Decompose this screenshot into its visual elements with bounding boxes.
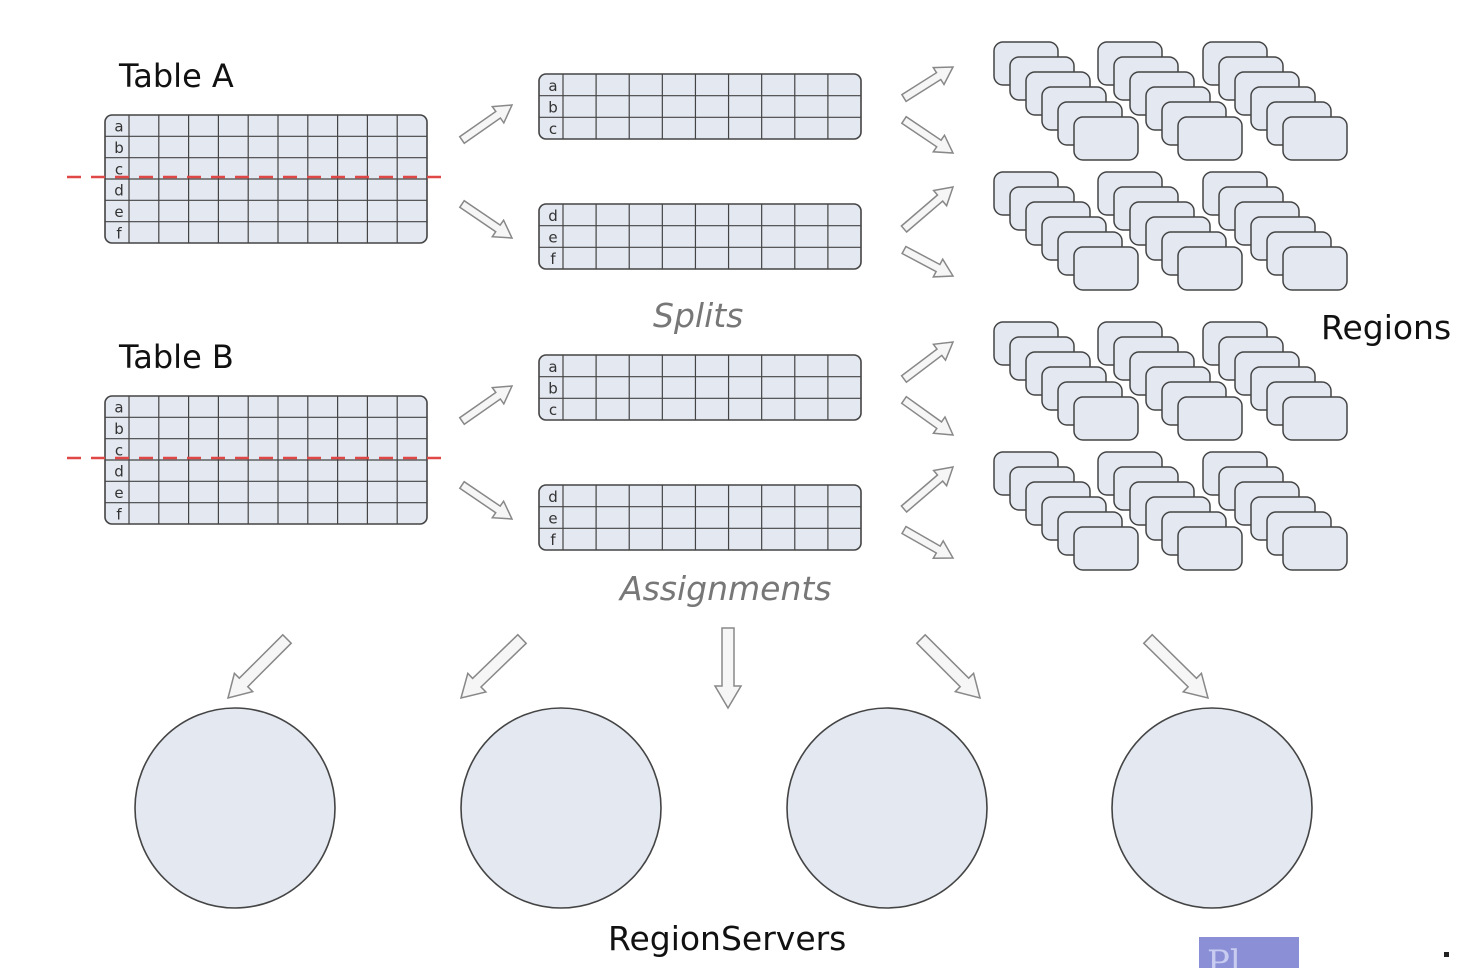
arrow-assignment xyxy=(459,633,528,700)
split-block-1-row-label: c xyxy=(549,120,557,138)
arrow-split-to-regions xyxy=(900,66,955,103)
table-a-title: Table A xyxy=(119,57,234,95)
arrow-split-to-regions xyxy=(900,466,955,514)
regionserver-circle xyxy=(786,707,988,909)
region-stack xyxy=(1097,171,1243,291)
table-a-grid-row-label: a xyxy=(114,118,123,136)
region-box xyxy=(1282,526,1348,571)
region-box xyxy=(1282,396,1348,441)
split-block-1-frame xyxy=(538,73,862,140)
arrow-split-to-regions xyxy=(901,245,955,278)
table-b-title: Table B xyxy=(119,338,234,376)
region-box xyxy=(1073,396,1139,441)
arrow-split-to-regions xyxy=(900,115,955,154)
table-a-grid-row-label: f xyxy=(116,224,122,242)
split-block-1-row-label: b xyxy=(548,99,558,117)
table-a-grid-row-label: e xyxy=(114,203,123,221)
split-block-3-row-label: a xyxy=(548,358,557,376)
split-block-2-row-label: f xyxy=(550,250,556,268)
region-box xyxy=(1177,116,1243,161)
table-b-grid-row-label: b xyxy=(114,420,124,438)
split-block-3: abc xyxy=(538,354,862,421)
split-block-3-row-label: c xyxy=(549,401,557,419)
arrow-table-to-split xyxy=(458,104,514,145)
region-stack xyxy=(1202,41,1348,161)
region-stack xyxy=(993,451,1139,571)
split-block-4: def xyxy=(538,484,862,551)
table-b-grid-row-label: d xyxy=(114,463,124,481)
corner-badge-text: Pl xyxy=(1207,943,1241,968)
regions-layer xyxy=(993,41,1348,571)
split-block-2-row-label: d xyxy=(548,207,558,225)
assignments-label: Assignments xyxy=(620,569,832,608)
region-stack xyxy=(1097,451,1243,571)
corner-badge: Pl xyxy=(1199,937,1299,968)
regionserver-circle xyxy=(1111,707,1313,909)
split-block-4-row-label: d xyxy=(548,488,558,506)
split-block-4-frame xyxy=(538,484,862,551)
region-stack xyxy=(993,321,1139,441)
region-box xyxy=(1282,246,1348,291)
splits-label: Splits xyxy=(653,296,744,335)
region-stack xyxy=(993,41,1139,161)
table-b-grid-row-label: f xyxy=(116,505,122,523)
arrow-assignment xyxy=(226,633,293,700)
region-stack xyxy=(1202,171,1348,291)
split-block-4-row-label: f xyxy=(550,531,556,549)
split-block-1-row-label: a xyxy=(548,77,557,95)
arrow-table-to-split xyxy=(458,480,514,520)
arrow-assignment xyxy=(915,633,982,700)
table-a-grid-row-label: c xyxy=(115,160,123,178)
arrow-table-to-split xyxy=(458,199,514,239)
table-a-grid-row-label: b xyxy=(114,139,124,157)
split-block-3-row-label: b xyxy=(548,380,558,398)
table-b-grid-row-label: a xyxy=(114,399,123,417)
region-stack xyxy=(1097,321,1243,441)
split-block-2: def xyxy=(538,203,862,270)
regionservers-layer xyxy=(134,707,1313,909)
regionservers-label: RegionServers xyxy=(608,919,847,958)
region-stack xyxy=(1097,41,1243,161)
region-stack xyxy=(1202,451,1348,571)
regionserver-circle xyxy=(134,707,336,909)
arrow-split-to-regions xyxy=(900,525,955,559)
region-stack xyxy=(1202,321,1348,441)
arrow-assignment xyxy=(1142,633,1210,700)
table-b-grid-row-label: e xyxy=(114,484,123,502)
regions-label: Regions xyxy=(1321,308,1452,347)
region-box xyxy=(1177,246,1243,291)
split-block-4-row-label: e xyxy=(548,510,557,528)
arrow-table-to-split xyxy=(458,385,514,426)
split-block-2-frame xyxy=(538,203,862,270)
arrow-split-to-regions xyxy=(900,186,955,234)
corner-dot xyxy=(1444,952,1449,957)
split-block-2-row-label: e xyxy=(548,229,557,247)
region-box xyxy=(1073,246,1139,291)
split-block-1: abc xyxy=(538,73,862,140)
region-stack xyxy=(993,171,1139,291)
region-box xyxy=(1177,396,1243,441)
arrow-split-to-regions xyxy=(900,341,955,384)
regionserver-circle xyxy=(460,707,662,909)
arrow-assignment xyxy=(713,627,743,710)
table-a-grid-row-label: d xyxy=(114,182,124,200)
table-b-grid-row-label: c xyxy=(115,441,123,459)
region-box xyxy=(1073,526,1139,571)
arrow-split-to-regions xyxy=(900,395,955,436)
region-box xyxy=(1282,116,1348,161)
region-box xyxy=(1177,526,1243,571)
arrows-layer xyxy=(226,66,1210,710)
region-box xyxy=(1073,116,1139,161)
split-block-3-frame xyxy=(538,354,862,421)
